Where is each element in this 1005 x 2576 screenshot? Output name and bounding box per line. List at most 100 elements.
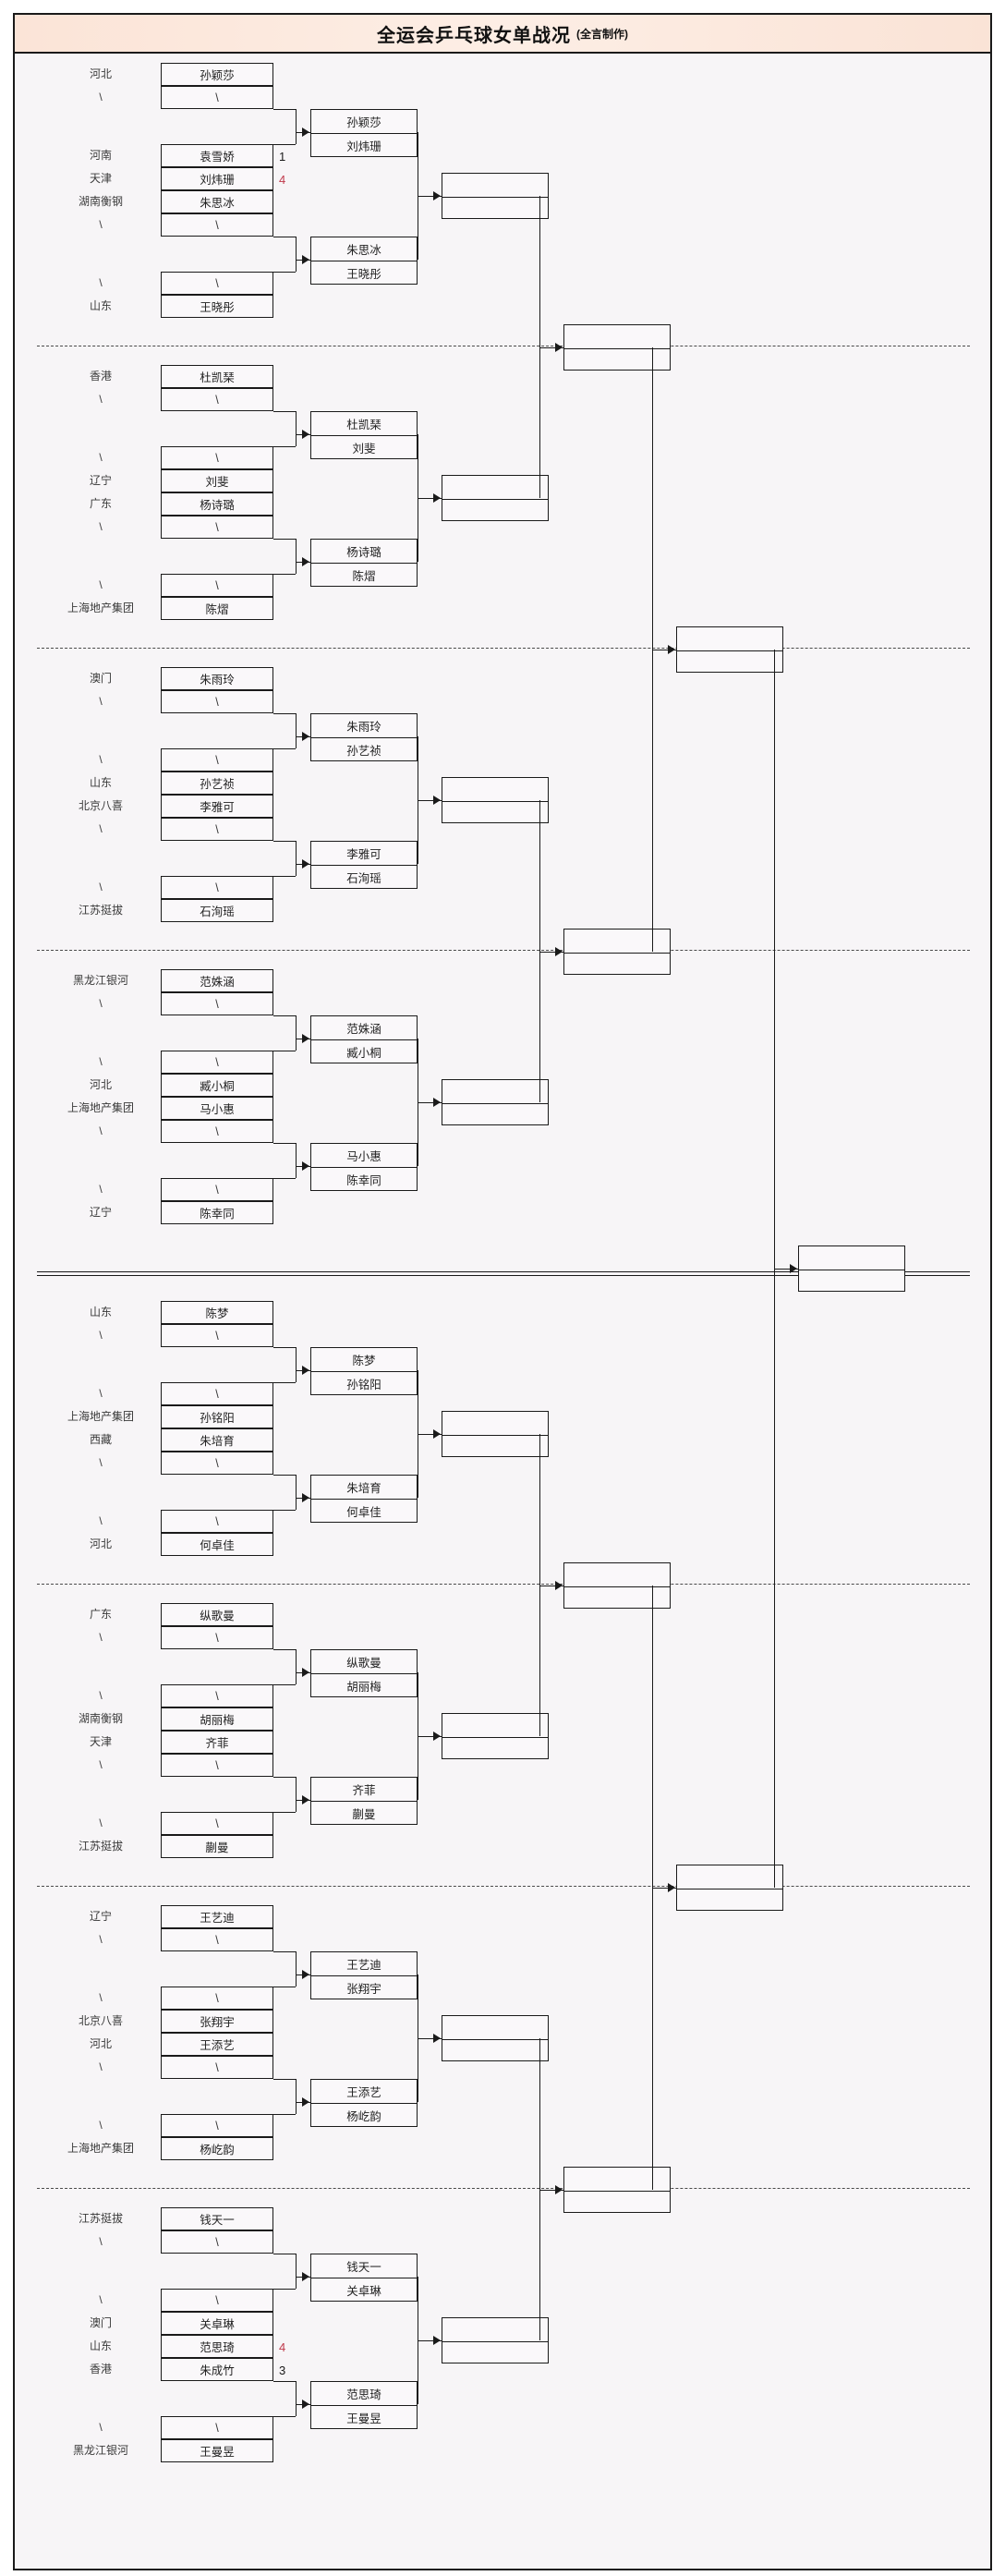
player-slot-g10-4[interactable]: 何卓佳: [161, 1533, 273, 1556]
final-box[interactable]: [798, 1245, 905, 1292]
player-slot-g16-3[interactable]: \: [161, 2416, 273, 2439]
player-slot-g4-4[interactable]: 陈熠: [161, 597, 273, 620]
round2-pair-g11[interactable]: 纵歌曼胡丽梅: [310, 1649, 418, 1697]
player-slot-g9-4[interactable]: 孙铭阳: [161, 1405, 273, 1428]
player-slot-g3-4[interactable]: 刘斐: [161, 469, 273, 492]
player-slot-g5-2[interactable]: \: [161, 690, 273, 713]
player-slot-g2-3[interactable]: \: [161, 272, 273, 295]
player-slot-g11-2[interactable]: \: [161, 1626, 273, 1649]
arrow-g16: [302, 2400, 309, 2409]
player-slot-g11-4[interactable]: 胡丽梅: [161, 1707, 273, 1731]
player-slot-g14-3[interactable]: \: [161, 2114, 273, 2137]
round2-pair-g4[interactable]: 杨诗璐陈熠: [310, 539, 418, 587]
player-slot-g14-4[interactable]: 杨屹韵: [161, 2137, 273, 2160]
player-slot-g4-2[interactable]: \: [161, 516, 273, 539]
player-slot-g8-4[interactable]: 陈幸同: [161, 1201, 273, 1224]
player-slot-g1-2[interactable]: \: [161, 86, 273, 109]
player-slot-g9-2[interactable]: \: [161, 1324, 273, 1347]
round2-pair-g2[interactable]: 朱思冰王晓彤: [310, 237, 418, 285]
round2-pair-g9[interactable]: 陈梦孙铭阳: [310, 1347, 418, 1395]
round4-box-4[interactable]: [563, 2166, 671, 2213]
round2-pair-g16[interactable]: 范思琦王曼昱: [310, 2381, 418, 2429]
player-slot-g3-2[interactable]: \: [161, 388, 273, 411]
player-slot-g12-4[interactable]: 蒯曼: [161, 1835, 273, 1858]
round2-pair-g3[interactable]: 杜凯琹刘斐: [310, 411, 418, 459]
player-slot-g4-3[interactable]: \: [161, 574, 273, 597]
player-slot-g8-3[interactable]: \: [161, 1178, 273, 1201]
player-slot-g7-1[interactable]: 范姝涵: [161, 969, 273, 992]
player-slot-g16-2[interactable]: 朱成竹: [161, 2358, 273, 2381]
player-slot-g10-2[interactable]: \: [161, 1452, 273, 1475]
player-slot-g7-2[interactable]: \: [161, 992, 273, 1015]
player-slot-g1-4[interactable]: 刘炜珊: [161, 167, 273, 190]
round2-pair-g14[interactable]: 王添艺杨屹韵: [310, 2079, 418, 2127]
player-slot-g11-3[interactable]: \: [161, 1684, 273, 1707]
player-slot-g9-3[interactable]: \: [161, 1382, 273, 1405]
player-slot-g2-2[interactable]: \: [161, 213, 273, 237]
region-label-g15-4: 澳门: [89, 2316, 112, 2329]
player-slot-g6-3[interactable]: \: [161, 876, 273, 899]
player-slot-g8-2[interactable]: \: [161, 1120, 273, 1143]
round2-pair-g8[interactable]: 马小惠陈幸同: [310, 1143, 418, 1191]
player-slot-g10-3[interactable]: \: [161, 1510, 273, 1533]
player-slot-g13-1[interactable]: 王艺迪: [161, 1905, 273, 1928]
round2-pair-g15[interactable]: 钱天一关卓琳: [310, 2254, 418, 2302]
player-slot-g1-3[interactable]: 袁雪娇: [161, 144, 273, 167]
round5-box-1[interactable]: [676, 626, 783, 673]
round2-pair-g13[interactable]: 王艺迪张翔宇: [310, 1951, 418, 1999]
player-slot-g9-1[interactable]: 陈梦: [161, 1301, 273, 1324]
player-slot-g6-4[interactable]: 石洵瑶: [161, 899, 273, 922]
player-slot-g2-4[interactable]: 王晓彤: [161, 295, 273, 318]
round3-arrow-7: [433, 2034, 441, 2043]
player-slot-g16-4[interactable]: 王曼昱: [161, 2439, 273, 2462]
round4-box-3[interactable]: [563, 1561, 671, 1609]
player-slot-g10-1[interactable]: 朱培育: [161, 1428, 273, 1452]
round3-box-2[interactable]: [442, 475, 549, 521]
player-slot-g1-1[interactable]: 孙颖莎: [161, 63, 273, 86]
player-slot-g6-1[interactable]: 李雅可: [161, 795, 273, 818]
player-slot-g5-1[interactable]: 朱雨玲: [161, 667, 273, 690]
player-slot-g14-2[interactable]: \: [161, 2056, 273, 2079]
player-slot-g4-1[interactable]: 杨诗璐: [161, 492, 273, 516]
player-slot-g3-1[interactable]: 杜凯琹: [161, 365, 273, 388]
round2-pair-g12[interactable]: 齐菲蒯曼: [310, 1777, 418, 1825]
round2-pair-g1[interactable]: 孙颖莎刘炜珊: [310, 109, 418, 157]
connector-g1-spine: [296, 109, 297, 144]
round4-box-2[interactable]: [563, 928, 671, 975]
player-slot-g14-1[interactable]: 王添艺: [161, 2033, 273, 2056]
round3-box-7[interactable]: [442, 2015, 549, 2061]
player-slot-g2-1[interactable]: 朱思冰: [161, 190, 273, 213]
round3-box-5[interactable]: [442, 1411, 549, 1457]
player-slot-g7-3[interactable]: \: [161, 1051, 273, 1074]
player-slot-g13-4[interactable]: 张翔宇: [161, 2010, 273, 2033]
player-slot-g3-3[interactable]: \: [161, 446, 273, 469]
round2-pair-g10[interactable]: 朱培育何卓佳: [310, 1475, 418, 1523]
player-slot-g15-3[interactable]: \: [161, 2289, 273, 2312]
player-slot-g16-1[interactable]: 范思琦: [161, 2335, 273, 2358]
player-slot-g15-2[interactable]: \: [161, 2230, 273, 2254]
player-slot-g6-2[interactable]: \: [161, 818, 273, 841]
round3-box-3[interactable]: [442, 777, 549, 823]
player-slot-g12-2[interactable]: \: [161, 1754, 273, 1777]
player-slot-g12-1[interactable]: 齐菲: [161, 1731, 273, 1754]
player-slot-g8-1[interactable]: 马小惠: [161, 1097, 273, 1120]
player-slot-g13-3[interactable]: \: [161, 1987, 273, 2010]
round4-box-1[interactable]: [563, 323, 671, 371]
round5-box-2[interactable]: [676, 1864, 783, 1911]
player-slot-g15-1[interactable]: 钱天一: [161, 2207, 273, 2230]
player-slot-g13-2[interactable]: \: [161, 1928, 273, 1951]
player-slot-g5-4[interactable]: 孙艺祯: [161, 772, 273, 795]
round2-pair-g5[interactable]: 朱雨玲孙艺祯: [310, 713, 418, 761]
round2-winner-top-g5: 朱雨玲: [346, 721, 381, 734]
round2-pair-g6[interactable]: 李雅可石洵瑶: [310, 841, 418, 889]
round3-box-1[interactable]: [442, 173, 549, 219]
round2-pair-g7[interactable]: 范姝涵臧小桐: [310, 1015, 418, 1063]
player-slot-g5-3[interactable]: \: [161, 748, 273, 772]
player-slot-g12-3[interactable]: \: [161, 1812, 273, 1835]
player-slot-g15-4[interactable]: 关卓琳: [161, 2312, 273, 2335]
player-slot-g7-4[interactable]: 臧小桐: [161, 1074, 273, 1097]
round3-box-8[interactable]: [442, 2317, 549, 2363]
round3-box-6[interactable]: [442, 1713, 549, 1759]
round3-box-4[interactable]: [442, 1079, 549, 1125]
player-slot-g11-1[interactable]: 纵歌曼: [161, 1603, 273, 1626]
